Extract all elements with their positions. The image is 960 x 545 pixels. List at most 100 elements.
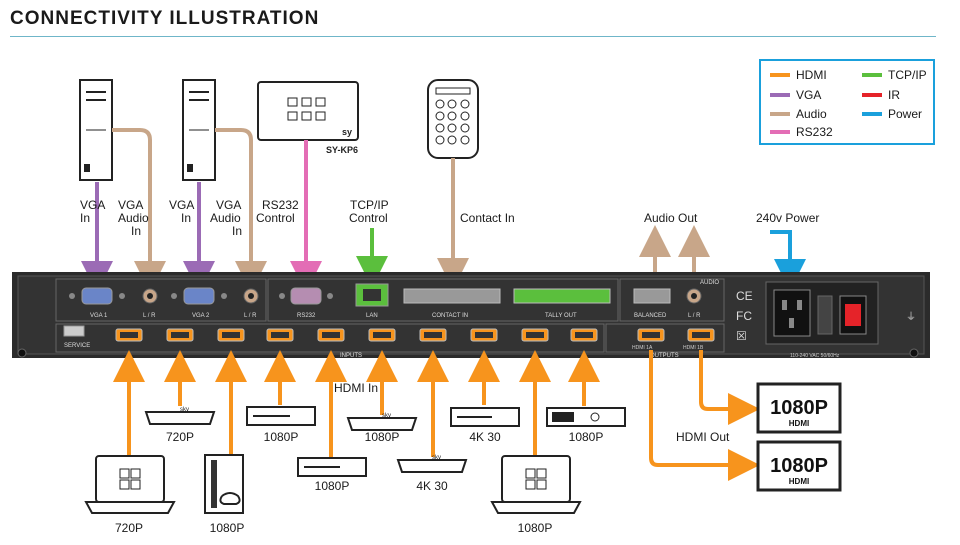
page-title: CONNECTIVITY ILLUSTRATION [10,8,320,29]
label-vga-in-1a: VGA [80,198,105,212]
legend-ir: IR [888,88,900,102]
keypad-logo: sy [342,127,352,137]
label-rs232-a: RS232 [262,198,299,212]
source-bluray-1080p: 1080P [246,406,316,444]
source-bluray2-1080p-res: 1080P [315,479,350,493]
source-skybox-720p-res: 720P [166,430,194,444]
sky-logo-1: sky [180,407,189,413]
rs232-port [290,287,322,305]
vga-port-2 [183,287,215,305]
keypad-label: SY-KP6 [326,145,358,155]
power-switch [839,295,867,335]
panel-lr1: L / R [143,313,156,319]
vga-port-1 [81,287,113,305]
display-top-res: 1080P [770,397,828,419]
display-1080p-bottom: 1080P HDMI [756,440,842,492]
panel-hdmi1a: HDMI 1A [632,345,653,351]
source-console-1080p: 1080P [204,454,245,535]
panel-service: SERVICE [64,343,90,349]
label-audio-out: Audio Out [644,211,698,225]
balanced-audio-terminal [633,288,671,304]
ground-icon: ⏚ [906,311,916,323]
hdmi-input-ports [115,328,715,342]
source-bluray2-1080p: 1080P [297,457,367,493]
hdmi-port-slot [424,332,442,338]
legend-hdmi: HDMI [796,68,827,82]
label-vga-audio-1b: Audio [118,211,149,225]
source-player-1080p: 1080P [546,407,626,444]
panel-outputs: OUTPUTS [650,353,679,359]
label-vga-in-2b: In [181,211,191,225]
source-laptop-1080p: 1080P [490,455,582,535]
pc-tower-1 [79,79,113,181]
panel-vga2: VGA 2 [192,313,210,319]
source-laptop-1080p-res: 1080P [518,521,553,535]
source-player-1080p-res: 1080P [569,430,604,444]
sky-logo-2: sky [382,413,391,419]
source-skybox-1080p-res: 1080P [365,430,400,444]
fc-mark: FC [736,309,752,323]
source-laptop-720p: 720P [84,455,176,535]
ce-mark: CE [736,289,753,303]
label-hdmi-in: HDMI In [334,381,378,395]
source-bluray-1080p-res: 1080P [264,430,299,444]
source-bluray-4k30: 4K 30 [450,407,520,444]
label-240v-power: 240v Power [756,211,819,225]
panel-inputs: INPUTS [340,353,362,359]
panel-balanced: BALANCED [634,313,667,319]
display-1080p-top: 1080P HDMI [756,382,842,434]
keypad-sy-kp6: sy SY-KP6 [257,81,359,155]
hdmi-port-slot [475,332,493,338]
source-console-1080p-res: 1080P [210,521,245,535]
panel-audio: AUDIO [700,280,719,286]
hdmi-out-cable-1a [649,350,760,481]
hdmi-port-slot [222,332,240,338]
panel-contact-in: CONTACT IN [432,313,468,319]
legend-audio: Audio [796,107,827,121]
hdmi-port-slot [526,332,544,338]
hdmi-port-slot [120,332,138,338]
source-skybox-720p: sky 720P [144,407,216,444]
source-laptop-720p-res: 720P [115,521,143,535]
panel-rs232: RS232 [297,313,316,319]
hdmi-port-slot [322,332,340,338]
service-port [63,325,85,337]
display-bottom-res: 1080P [770,455,828,477]
hdmi-input-cables [113,350,600,460]
legend: HDMI VGA Audio RS232 TCP/IP IR Power [759,59,935,145]
hdmi-port-slot [692,332,710,338]
pc-tower-2 [182,79,216,181]
label-vga-audio-2a: VGA [216,198,241,212]
label-vga-audio-2c: In [232,224,242,238]
label-vga-audio-1a: VGA [118,198,143,212]
label-hdmi-out: HDMI Out [676,430,730,444]
label-tcpip-b: Control [349,211,388,225]
label-vga-in-2a: VGA [169,198,194,212]
display-bottom-sub: HDMI [789,477,809,486]
weee-icon: ☒ [736,329,747,343]
panel-tally-out: TALLY OUT [545,313,577,319]
hdmi-port-slot [642,332,660,338]
remote-control [427,79,479,159]
panel-power-rating: 110-240 VAC 50/60Hz [790,353,840,359]
legend-vga: VGA [796,88,821,102]
tally-out-terminal [513,288,611,304]
audio2-cable [215,128,267,293]
legend-rs232: RS232 [796,125,833,139]
display-top-sub: HDMI [789,419,809,428]
label-rs232-b: Control [256,211,295,225]
label-tcpip-a: TCP/IP [350,198,389,212]
hdmi-out-cable-1b [699,350,760,425]
audio1-cable [112,128,166,293]
panel-lr3: L / R [688,313,701,319]
hdmi-port-slot [171,332,189,338]
hdmi-port-slot [373,332,391,338]
hdmi-port-slot [271,332,289,338]
title-divider [10,36,936,37]
source-bluray-4k30-res: 4K 30 [469,430,501,444]
label-vga-audio-1c: In [131,224,141,238]
sky-logo-3: sky [432,455,441,461]
label-vga-in-1b: In [80,211,90,225]
legend-tcpip: TCP/IP [888,68,927,82]
